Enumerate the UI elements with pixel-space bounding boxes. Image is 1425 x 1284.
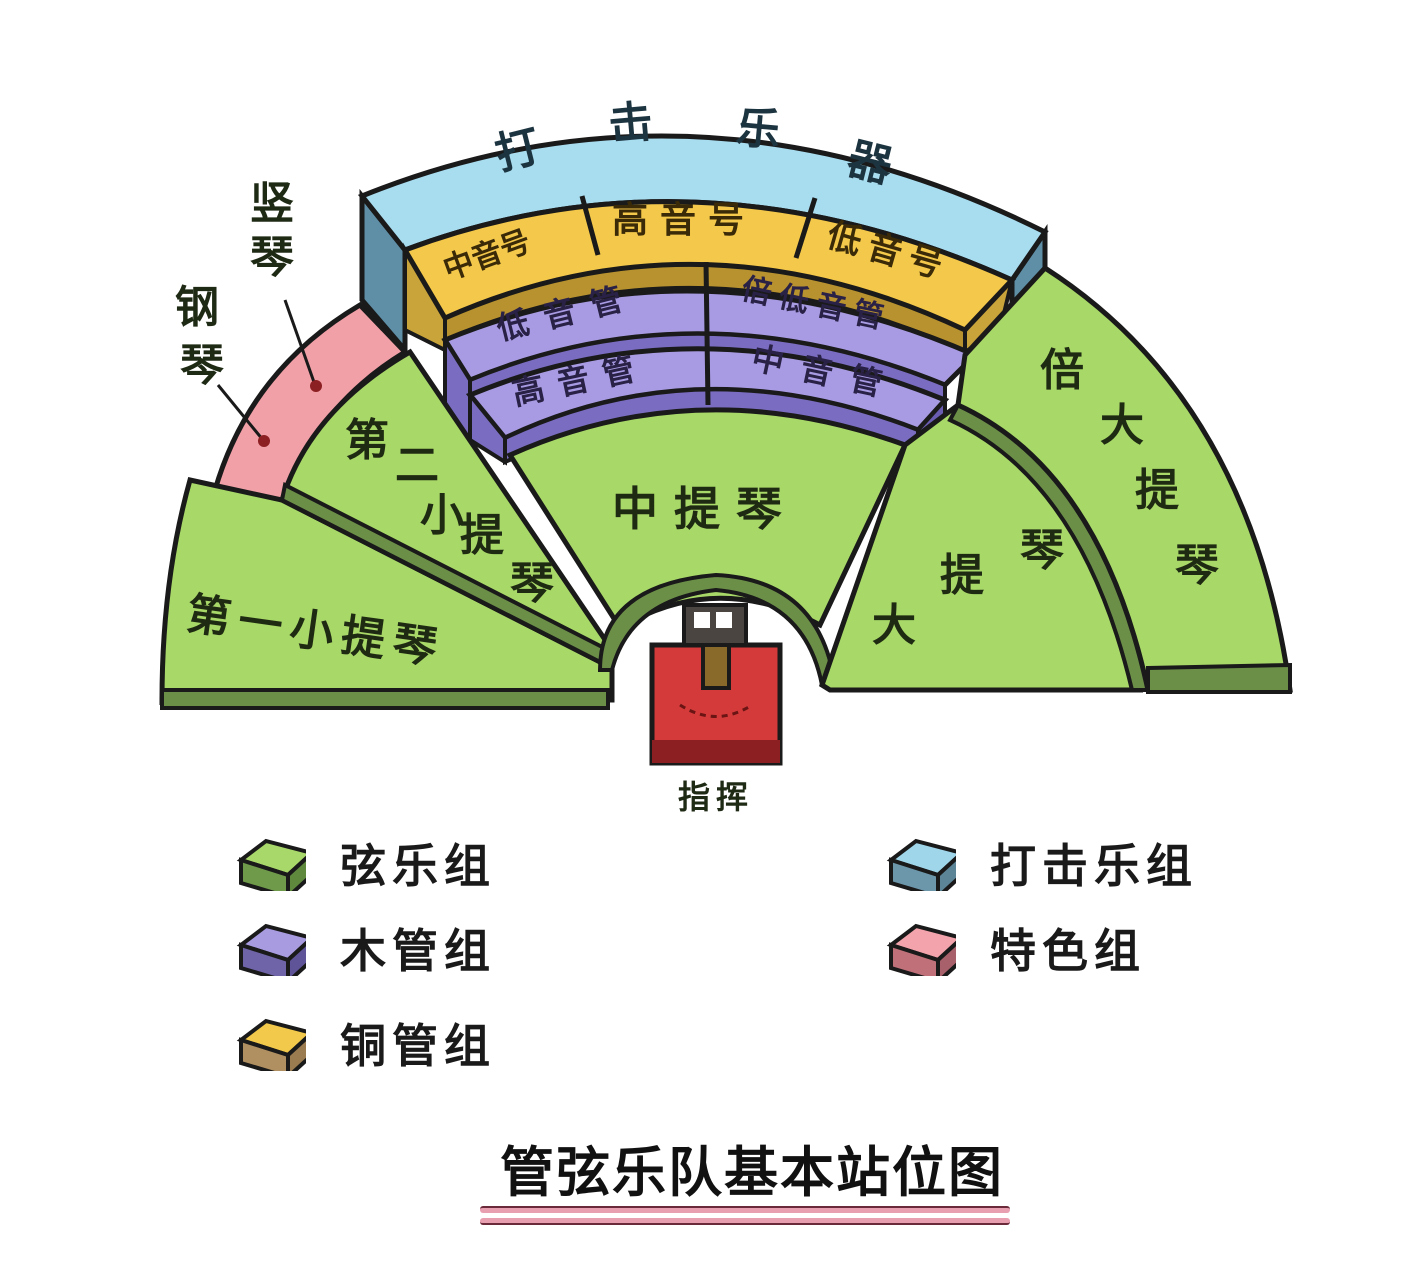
legend-item-strings: 弦乐组 — [236, 830, 496, 896]
callout-harp-char-2: 琴 — [250, 232, 294, 283]
label-second-violin-4: 提 — [460, 510, 504, 561]
special-swatch-icon — [886, 923, 956, 976]
brass-swatch-icon — [236, 1018, 306, 1071]
legend-label-woodwinds: 木管组 — [340, 924, 496, 978]
section-strings: 第一小提琴 中提琴 第 二 小 提 琴 大 提 琴 倍 大 提 琴 — [159, 264, 1293, 710]
section-woodwinds: 低音管 倍低音管 高音管 中音管 — [441, 261, 980, 466]
label-second-violin-5: 琴 — [510, 558, 554, 609]
label-cello-1: 大 — [872, 600, 916, 651]
label-double-bass-3: 提 — [1135, 465, 1179, 516]
label-second-violin-1: 第 — [345, 415, 389, 466]
label-second-violin-2: 二 — [395, 440, 439, 491]
section-brass: 中音号 高音号 低音号 — [401, 195, 1017, 356]
diagram-title: 管弦乐队基本站位图 — [500, 1141, 1004, 1204]
label-double-bass-2: 大 — [1100, 400, 1144, 451]
label-viola: 中提琴 — [612, 482, 798, 536]
legend-label-strings: 弦乐组 — [340, 839, 496, 893]
music-stand-icon — [682, 603, 748, 647]
callout-harp-char-1: 竖 — [250, 178, 294, 229]
callout-piano-char-2: 琴 — [180, 340, 224, 391]
section-percussion: 打 击 乐 器 — [357, 96, 1049, 365]
legend-label-brass: 铜管组 — [340, 1019, 496, 1073]
woodwinds-swatch-icon — [236, 923, 306, 976]
legend-item-brass: 铜管组 — [236, 1010, 496, 1076]
label-cello-2: 提 — [940, 550, 984, 601]
legend-item-woodwinds: 木管组 — [236, 915, 496, 981]
label-double-bass-1: 倍 — [1040, 345, 1084, 396]
legend-item-special: 特色组 — [886, 915, 1146, 981]
conductor-podium — [649, 603, 783, 766]
label-second-violin-3: 小 — [420, 490, 464, 541]
title-underline-2 — [480, 1218, 1010, 1225]
strings-swatch-icon — [236, 838, 306, 891]
percussion-label-2: 击 — [607, 96, 655, 151]
legend-label-special: 特色组 — [990, 924, 1146, 978]
label-cello-3: 琴 — [1020, 525, 1064, 576]
percussion-swatch-icon — [886, 838, 956, 891]
legend-item-percussion: 打击乐组 — [886, 830, 1198, 896]
label-double-bass-4: 琴 — [1175, 540, 1219, 591]
conductor-label: 指挥 — [678, 778, 754, 816]
percussion-label-3: 乐 — [734, 102, 782, 157]
legend-label-percussion: 打击乐组 — [990, 839, 1198, 893]
brass-label-high: 高音号 — [612, 200, 756, 241]
title-underline-1 — [480, 1206, 1010, 1213]
callout-piano-char-1: 钢 — [175, 282, 219, 333]
